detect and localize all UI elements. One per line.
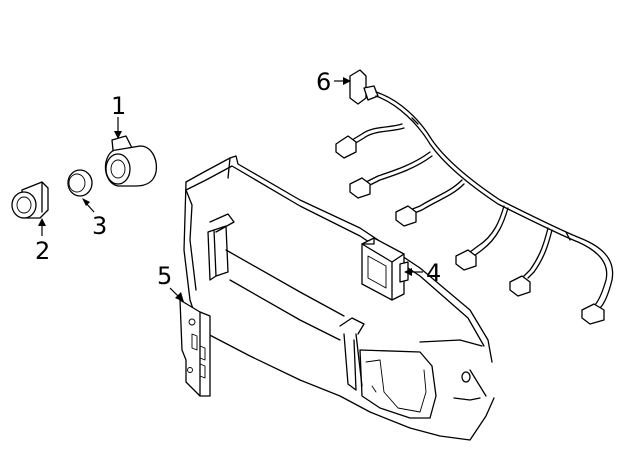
- callout-1: 1: [111, 92, 126, 139]
- callout-2: 2: [35, 218, 50, 265]
- callout-label-5: 5: [157, 262, 172, 290]
- callout-label-2: 2: [35, 237, 50, 265]
- callout-label-6: 6: [316, 68, 331, 96]
- callout-label-3: 3: [92, 212, 107, 240]
- callout-3: 3: [82, 198, 107, 240]
- parking-sensor-icon: [104, 135, 158, 187]
- callout-label-1: 1: [111, 92, 126, 120]
- bumper-cover-icon: [183, 155, 495, 441]
- sensor-retainer-icon: [11, 181, 49, 219]
- callout-label-4: 4: [426, 259, 441, 287]
- wiring-harness-icon: [335, 69, 614, 325]
- callout-5: 5: [157, 262, 184, 302]
- mounting-bracket-icon: [179, 299, 211, 397]
- callout-4: 4: [404, 259, 441, 287]
- control-module-icon: [361, 237, 409, 301]
- callout-6: 6: [316, 68, 351, 96]
- sensor-ring-icon: [67, 169, 93, 197]
